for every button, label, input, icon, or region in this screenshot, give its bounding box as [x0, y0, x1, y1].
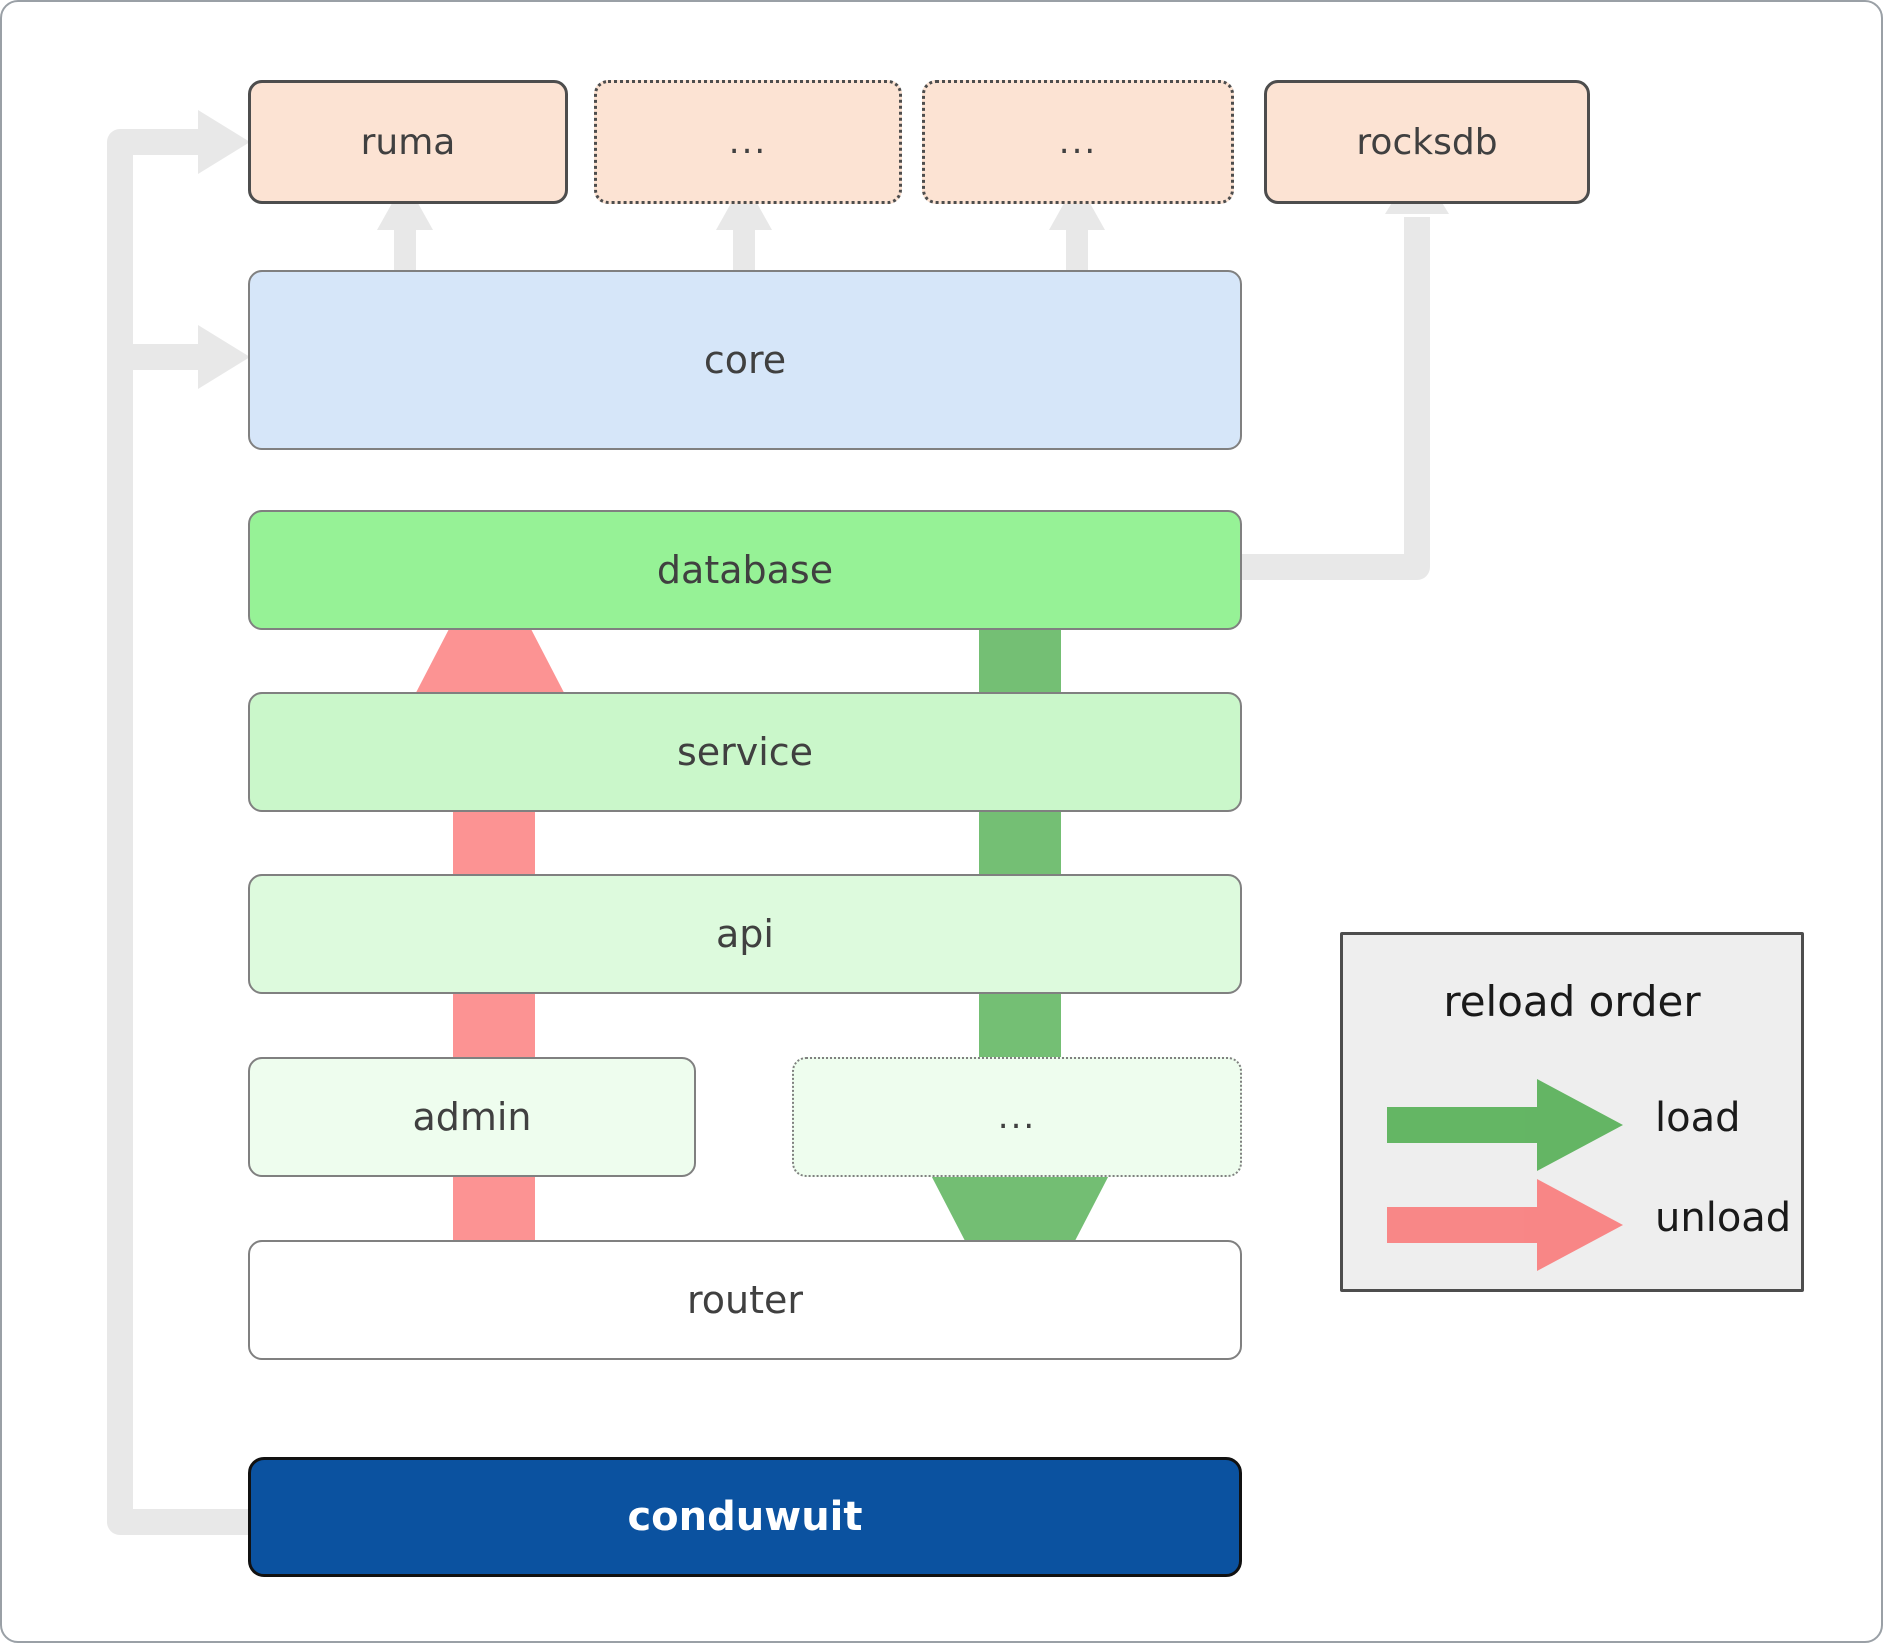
- node-ruma-label: ruma: [360, 121, 456, 163]
- legend-title: reload order: [1443, 977, 1701, 1026]
- node-conduwuit[interactable]: conduwuit: [248, 1457, 1242, 1577]
- node-admin[interactable]: admin: [248, 1057, 696, 1177]
- core-dependency-arrows: [377, 180, 1105, 277]
- node-rocksdb-label: rocksdb: [1356, 121, 1498, 163]
- node-api-label: api: [716, 912, 774, 956]
- node-service-label: service: [676, 730, 814, 774]
- node-admin-label: admin: [412, 1095, 532, 1139]
- node-dep-ellipsis-2[interactable]: ...: [922, 80, 1234, 204]
- node-dep-ellipsis-1-label: ...: [728, 122, 768, 162]
- legend-label-load: load: [1655, 1095, 1741, 1141]
- node-core[interactable]: core: [248, 270, 1242, 450]
- node-layer-ellipsis-label: ...: [997, 1097, 1037, 1137]
- node-rocksdb[interactable]: rocksdb: [1264, 80, 1590, 204]
- node-database-label: database: [656, 548, 834, 592]
- node-service[interactable]: service: [248, 692, 1242, 812]
- node-layer-ellipsis[interactable]: ...: [792, 1057, 1242, 1177]
- node-api[interactable]: api: [248, 874, 1242, 994]
- node-router[interactable]: router: [248, 1240, 1242, 1360]
- legend-arrow-load-icon: [1387, 1079, 1623, 1171]
- node-dep-ellipsis-2-label: ...: [1058, 122, 1098, 162]
- node-database[interactable]: database: [248, 510, 1242, 630]
- legend-arrow-unload-icon: [1387, 1179, 1623, 1271]
- node-dep-ellipsis-1[interactable]: ...: [594, 80, 902, 204]
- legend-reload-order: reload order load unload: [1340, 932, 1804, 1292]
- conduwuit-dependency-link: [107, 110, 252, 1535]
- node-router-label: router: [686, 1278, 804, 1322]
- node-ruma[interactable]: ruma: [248, 80, 568, 204]
- node-core-label: core: [703, 338, 787, 382]
- node-conduwuit-label: conduwuit: [627, 1494, 863, 1540]
- legend-label-unload: unload: [1655, 1195, 1792, 1241]
